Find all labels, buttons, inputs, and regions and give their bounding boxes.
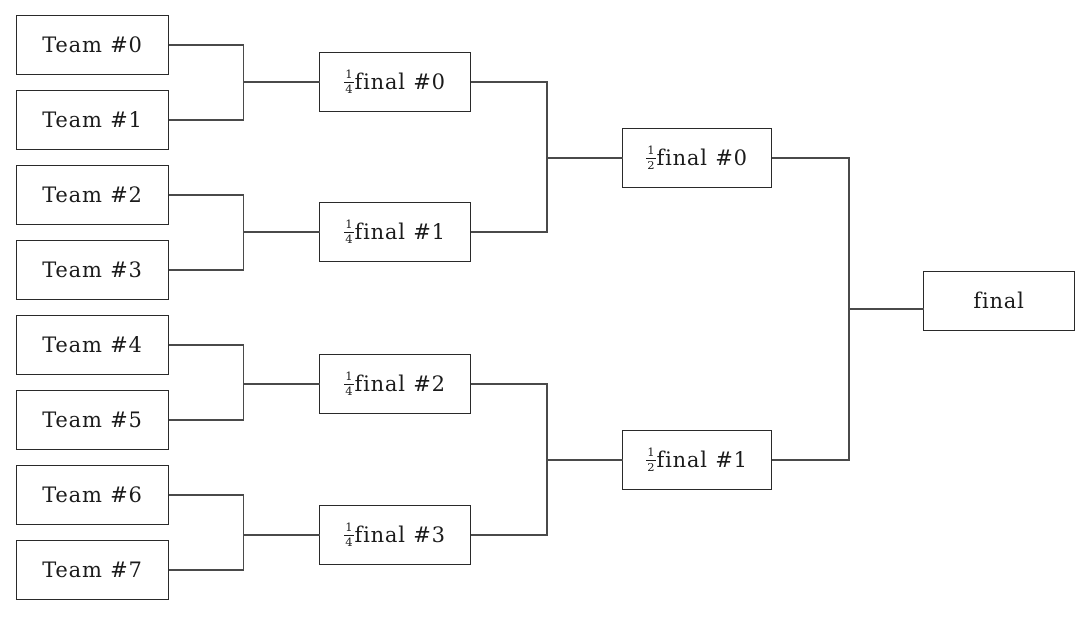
connector-line — [242, 383, 320, 385]
connector-line — [242, 344, 244, 421]
connector-line — [471, 383, 547, 385]
team-1-label: Team #1 — [42, 108, 143, 132]
final-label: final — [973, 289, 1025, 313]
team-2-box: Team #2 — [16, 165, 169, 225]
connector-line — [772, 459, 850, 461]
connector-line — [242, 231, 320, 233]
connector-line — [169, 569, 243, 571]
team-2-label: Team #2 — [42, 183, 143, 207]
connector-line — [772, 157, 850, 159]
quarterfinal-2-label: final #2 — [354, 372, 446, 396]
semifinal-0-label: final #0 — [656, 146, 748, 170]
quarterfinal-0-label: final #0 — [354, 70, 446, 94]
connector-line — [242, 81, 320, 83]
team-6-box: Team #6 — [16, 465, 169, 525]
connector-line — [169, 44, 243, 46]
quarterfinal-1-label: final #1 — [354, 220, 446, 244]
semifinal-1-label: final #1 — [656, 448, 748, 472]
team-5-label: Team #5 — [42, 408, 143, 432]
connector-line — [546, 157, 623, 159]
team-4-label: Team #4 — [42, 333, 143, 357]
team-6-label: Team #6 — [42, 483, 143, 507]
connector-line — [848, 308, 924, 310]
connector-line — [242, 494, 244, 571]
final-box: final — [923, 271, 1075, 331]
team-4-box: Team #4 — [16, 315, 169, 375]
connector-line — [471, 534, 547, 536]
team-7-label: Team #7 — [42, 558, 143, 582]
connector-line — [546, 81, 548, 233]
connector-line — [169, 269, 243, 271]
team-7-box: Team #7 — [16, 540, 169, 600]
connector-line — [169, 344, 243, 346]
team-5-box: Team #5 — [16, 390, 169, 450]
connector-line — [169, 494, 243, 496]
team-0-box: Team #0 — [16, 15, 169, 75]
connector-line — [471, 81, 547, 83]
team-1-box: Team #1 — [16, 90, 169, 150]
connector-line — [169, 119, 243, 121]
connector-line — [471, 231, 547, 233]
team-3-box: Team #3 — [16, 240, 169, 300]
team-3-label: Team #3 — [42, 258, 143, 282]
connector-line — [546, 459, 623, 461]
quarterfinal-3-label: final #3 — [354, 523, 446, 547]
connector-line — [169, 419, 243, 421]
connector-line — [242, 534, 320, 536]
connector-line — [169, 194, 243, 196]
team-0-label: Team #0 — [42, 33, 143, 57]
